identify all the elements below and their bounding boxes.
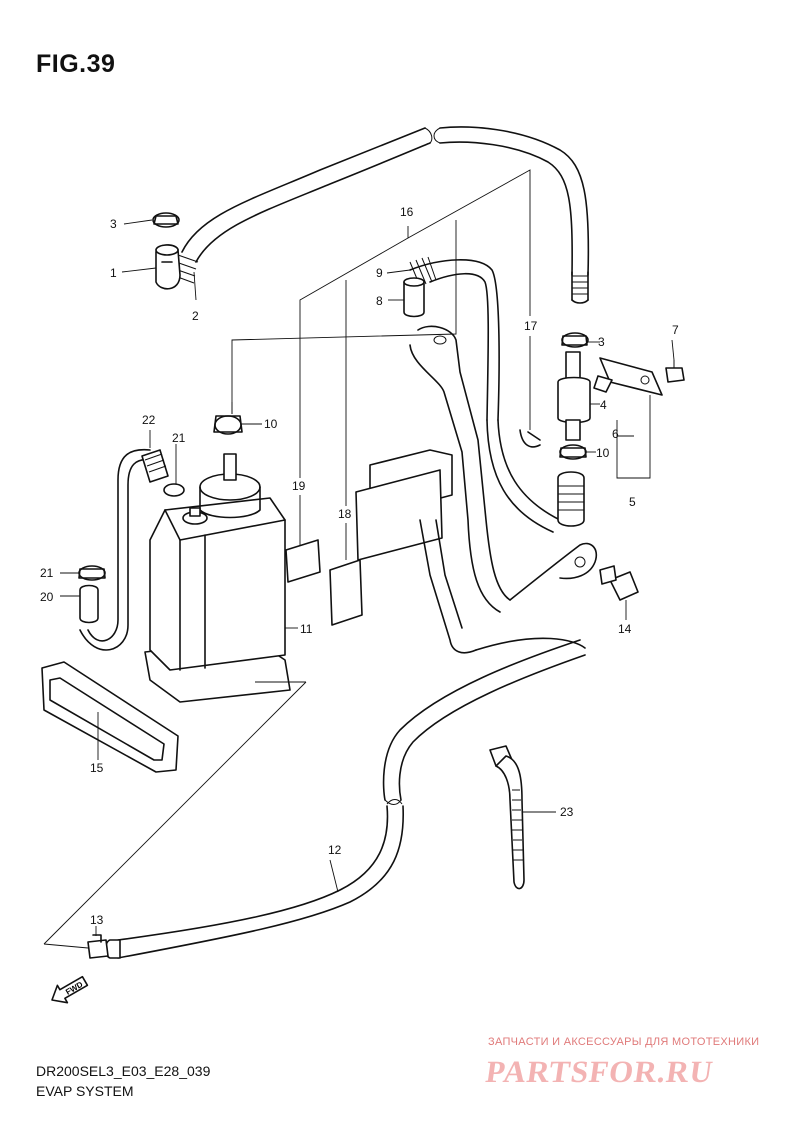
fwd-arrow-icon: FWD xyxy=(51,975,89,1004)
part-5-6-bracket-lines xyxy=(616,395,651,479)
part-7-bolt xyxy=(665,360,685,383)
callout-9: 9 xyxy=(376,266,383,280)
part-14-bolt xyxy=(599,565,639,601)
part-4-filter xyxy=(557,351,591,441)
leader-lines xyxy=(43,169,675,949)
callout-8: 8 xyxy=(376,294,383,308)
callout-12: 12 xyxy=(328,843,342,857)
part-12-hose xyxy=(104,639,586,959)
callout-22: 22 xyxy=(142,413,156,427)
part-17-hose xyxy=(486,419,561,533)
callout-10-left: 10 xyxy=(264,417,278,431)
part-9-hose xyxy=(409,256,500,421)
part-3-clamp-upper xyxy=(152,212,180,228)
part-2-upper-hose xyxy=(174,126,590,304)
part-6-bracket xyxy=(593,357,663,396)
part-21-clamp-upper xyxy=(163,483,185,497)
right-hose-end xyxy=(557,471,585,527)
watermark-logo: PARTSFOR.RU xyxy=(483,1054,716,1089)
part-8-fitting xyxy=(403,277,425,318)
part-18-label xyxy=(329,559,363,626)
model-code: DR200SEL3_E03_E28_039 xyxy=(36,1063,211,1079)
system-name: EVAP SYSTEM xyxy=(36,1083,134,1099)
part-1-elbow-fitting xyxy=(155,244,181,290)
callout-16: 16 xyxy=(400,205,414,219)
figure-title: FIG.39 xyxy=(36,50,116,78)
callout-21-upper: 21 xyxy=(172,431,186,445)
callout-3-upper: 3 xyxy=(110,217,117,231)
part-15-strap xyxy=(41,661,179,773)
callout-11: 11 xyxy=(300,622,313,636)
part-20-fitting xyxy=(79,584,99,624)
callout-3-right: 3 xyxy=(598,335,605,349)
callout-13: 13 xyxy=(90,913,104,927)
callout-18: 18 xyxy=(338,507,352,521)
callout-23: 23 xyxy=(560,805,574,819)
watermark-caption: ЗАПЧАСТИ И АКСЕССУАРЫ ДЛЯ МОТОТЕХНИКИ xyxy=(488,1036,760,1048)
callout-14: 14 xyxy=(618,622,632,636)
part-23-cable-tie xyxy=(489,745,525,890)
callout-4: 4 xyxy=(600,398,607,412)
callout-6: 6 xyxy=(612,427,619,441)
part-19-label xyxy=(285,539,321,583)
callout-numbers: 3 1 2 16 9 8 17 3 7 4 6 10 5 10 22 21 19… xyxy=(40,205,679,927)
frame-bracket xyxy=(355,325,598,654)
callout-17: 17 xyxy=(524,319,538,333)
callout-2: 2 xyxy=(192,309,199,323)
callout-10-right: 10 xyxy=(596,446,610,460)
part-22-hose xyxy=(79,448,169,651)
callout-20: 20 xyxy=(40,590,54,604)
callout-1: 1 xyxy=(110,266,117,280)
part-10-clamp-right xyxy=(559,444,587,460)
callout-19: 19 xyxy=(292,479,306,493)
callout-5: 5 xyxy=(629,495,636,509)
part-11-canister xyxy=(144,453,291,703)
part-21-clamp-lower xyxy=(78,565,106,581)
callout-21-lower: 21 xyxy=(40,566,54,580)
callout-15: 15 xyxy=(90,761,104,775)
callout-7: 7 xyxy=(672,323,679,337)
part-13-clip xyxy=(87,934,109,959)
part-10-clamp-left xyxy=(213,402,243,435)
part-3-clamp-right xyxy=(561,332,589,348)
